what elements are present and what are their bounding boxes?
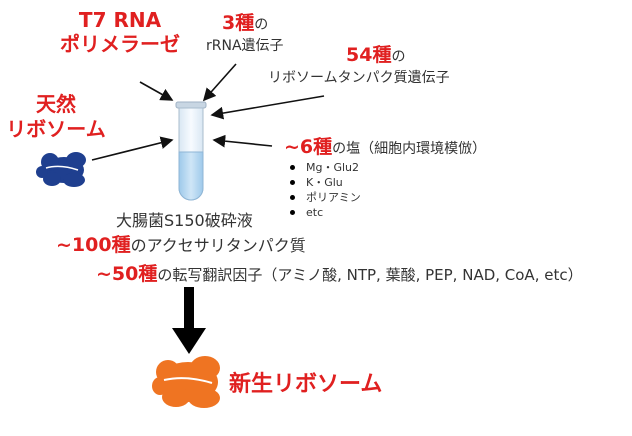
salts-text: の塩（細胞内環境模倣） bbox=[332, 141, 487, 157]
rprotein-gene-label: リボソームタンパク質遺伝子 bbox=[268, 70, 450, 86]
arrow-natural bbox=[91, 136, 174, 161]
salt-item: etc bbox=[288, 205, 361, 220]
rrna-count-label: 3種の bbox=[222, 8, 268, 35]
factors-label: ~50種の転写翻訳因子（アミノ酸, NTP, 葉酸, PEP, NAD, CoA… bbox=[96, 259, 583, 286]
t7-line2: ポリメラーゼ bbox=[60, 32, 180, 56]
salt-item: K・Glu bbox=[288, 175, 361, 190]
accessory-count: ~100種 bbox=[56, 234, 131, 256]
test-tube-icon bbox=[175, 101, 207, 201]
down-arrow-icon bbox=[172, 287, 206, 354]
accessory-text: のアクセサリタンパク質 bbox=[130, 236, 306, 255]
natural-line1: 天然 bbox=[36, 92, 76, 116]
t7-polymerase-label: T7 RNA ポリメラーゼ bbox=[40, 8, 200, 56]
natural-line2: リボソーム bbox=[6, 117, 106, 141]
rprotein-count: 54種 bbox=[346, 44, 392, 66]
t7-line1: T7 RNA bbox=[78, 8, 162, 32]
arrow-rrna bbox=[202, 63, 237, 102]
rrna-count: 3種 bbox=[222, 12, 255, 34]
rprotein-suffix: の bbox=[391, 49, 406, 65]
factors-text: の転写翻訳因子（アミノ酸, NTP, 葉酸, PEP, NAD, CoA, et… bbox=[157, 266, 583, 284]
new-ribosome-icon bbox=[152, 356, 220, 408]
natural-ribosome-icon bbox=[36, 152, 86, 187]
arrow-salts bbox=[212, 134, 273, 148]
factors-count: ~50種 bbox=[96, 263, 158, 285]
extract-label: 大腸菌S150破砕液 bbox=[116, 211, 253, 230]
salts-list: Mg・Glu2 K・Glu ポリアミン etc bbox=[288, 160, 361, 220]
rrna-suffix: の bbox=[254, 17, 269, 33]
new-ribosome-label: 新生リボソーム bbox=[229, 372, 383, 397]
rprotein-count-label: 54種の bbox=[346, 40, 405, 67]
rrna-gene-label: rRNA遺伝子 bbox=[206, 38, 284, 54]
natural-ribosome-label: 天然 リボソーム bbox=[0, 92, 112, 142]
salt-item: ポリアミン bbox=[288, 190, 361, 205]
arrow-t7 bbox=[139, 81, 174, 101]
accessory-label: ~100種のアクセサリタンパク質 bbox=[56, 230, 306, 257]
salts-label: ~6種の塩（細胞内環境模倣） bbox=[284, 132, 486, 159]
salts-count: ~6種 bbox=[284, 136, 333, 158]
salt-item: Mg・Glu2 bbox=[288, 160, 361, 175]
arrow-rprotein bbox=[210, 95, 325, 120]
